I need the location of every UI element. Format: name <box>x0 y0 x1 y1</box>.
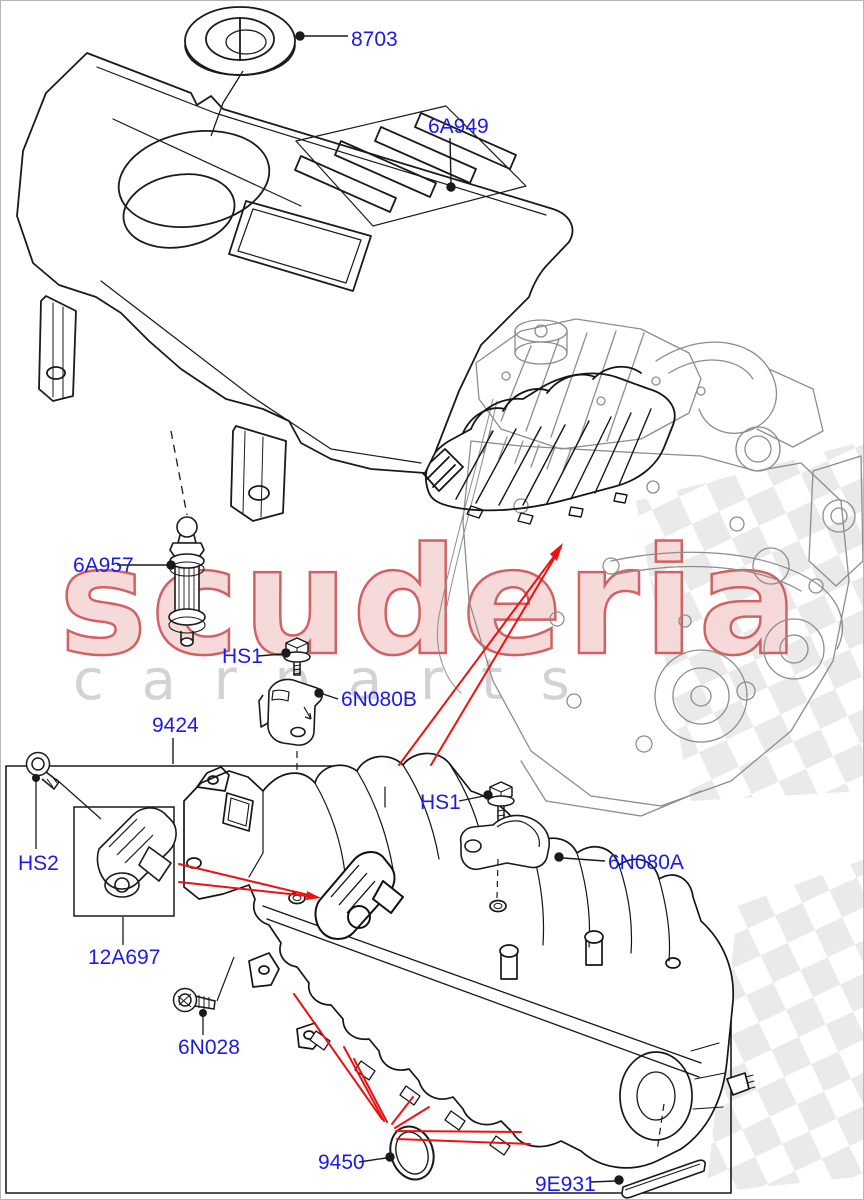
sensor-on-manifold <box>314 851 404 940</box>
part-label-6n080b[interactable]: 6N080B <box>341 688 417 711</box>
leader-dashed-cover-to-separator <box>170 430 188 516</box>
manifold-on-engine <box>420 365 676 525</box>
leader-dashed-9e931 <box>656 1103 665 1152</box>
bolt-6n028 <box>172 987 216 1013</box>
bracket-6n080b <box>258 678 323 746</box>
part-label-9424[interactable]: 9424 <box>152 714 199 737</box>
part-label-6n028[interactable]: 6N028 <box>178 1036 240 1059</box>
part-label-9e931[interactable]: 9E931 <box>535 1173 596 1196</box>
label-leaders <box>117 31 624 1185</box>
part-label-12a697[interactable]: 12A697 <box>88 946 161 969</box>
part-label-8703[interactable]: 8703 <box>351 28 398 51</box>
engine-cover <box>16 52 574 522</box>
gasket-strip-9e931 <box>621 1159 706 1199</box>
part-label-6n080a[interactable]: 6N080A <box>608 851 684 874</box>
oil-filler-cap <box>184 6 296 137</box>
part-label-hs1-right[interactable]: HS1 <box>420 791 461 814</box>
leader-dot-6n028 <box>199 1009 207 1017</box>
bolt-hs2 <box>25 751 61 791</box>
checker-flag-upper <box>636 441 863 801</box>
part-label-6a949[interactable]: 6A949 <box>428 115 489 138</box>
checker-flag-lower <box>706 859 863 1193</box>
oil-separator-6a957 <box>168 516 206 647</box>
part-label-9450[interactable]: 9450 <box>318 1151 365 1174</box>
watermark-subtitle: c a r p a r t s <box>73 648 580 713</box>
sensor-12a697 <box>96 807 177 898</box>
part-box-12a697 <box>73 806 175 917</box>
bracket-6n080a <box>459 814 551 871</box>
pointer-6n028 <box>216 956 235 1002</box>
red-pointer-lines <box>178 543 563 1145</box>
leader-dot-hs2 <box>32 774 40 782</box>
pointer-hs2-to-sensor <box>55 778 102 820</box>
part-label-6a957[interactable]: 6A957 <box>73 554 134 577</box>
intake-manifold <box>183 752 756 1169</box>
group-box-9424 <box>5 765 732 1194</box>
part-label-hs2[interactable]: HS2 <box>18 852 59 875</box>
part-label-hs1-left[interactable]: HS1 <box>222 645 263 668</box>
engine-illustration <box>436 318 863 817</box>
watermark: scuderia c a r p a r t s <box>58 441 863 1193</box>
